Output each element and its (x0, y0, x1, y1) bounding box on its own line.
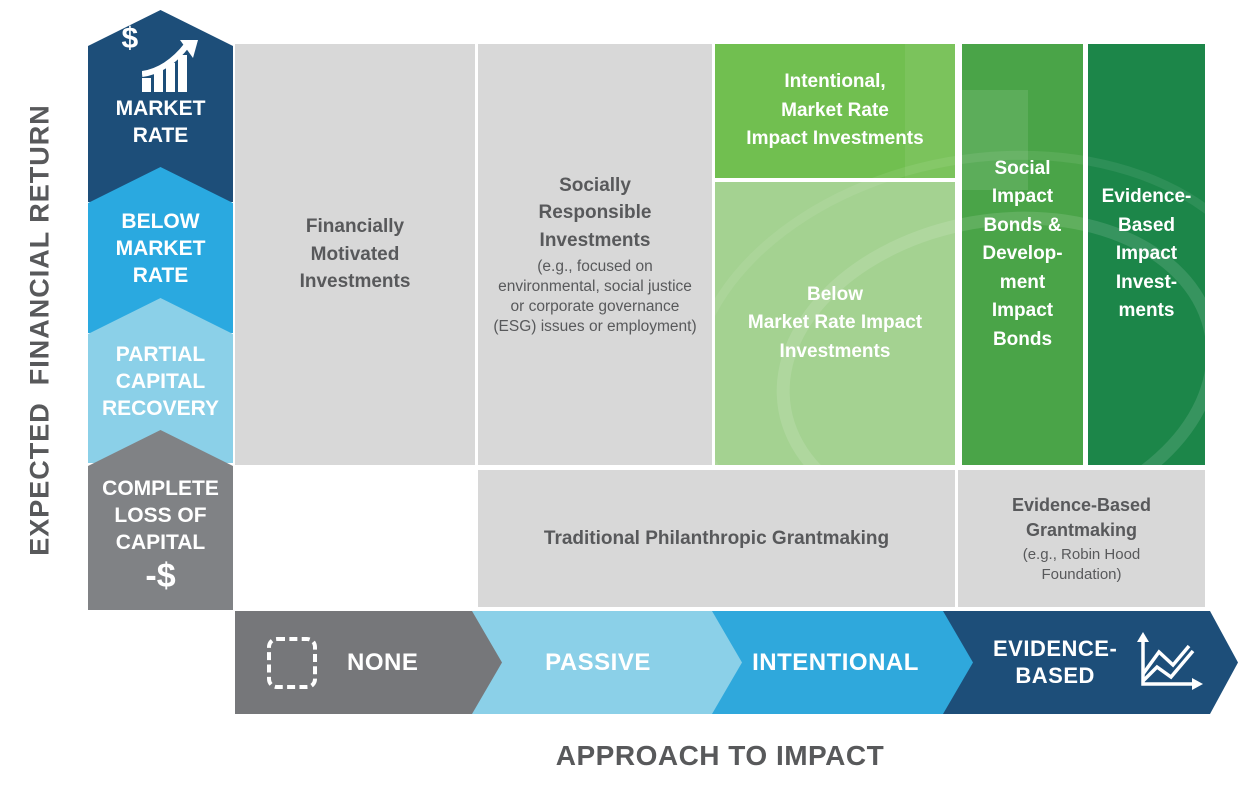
cell-title: Socially Responsible Investments (538, 174, 652, 251)
impact-level-passive: PASSIVE (472, 611, 742, 714)
dollar-growth-icon: $ (120, 22, 202, 92)
cell-socially-responsible-investments: Socially Responsible Investments (e.g., … (478, 44, 712, 465)
cell-social-impact-bonds: Social Impact Bonds & Develop- ment Impa… (962, 44, 1083, 465)
cell-subtitle: (e.g., Robin Hood Foundation) (1022, 546, 1141, 583)
cell-title: Social Impact Bonds & Develop- ment Impa… (982, 157, 1063, 350)
impact-level-label: EVIDENCE- BASED (993, 636, 1118, 688)
cell-evidence-based-grantmaking: Evidence-Based Grantmaking (e.g., Robin … (958, 470, 1205, 607)
dollar-sign: $ (121, 22, 139, 55)
impact-level-label: INTENTIONAL (752, 648, 919, 676)
impact-level-label: PASSIVE (545, 648, 651, 676)
return-level-label: BELOW MARKET RATE (115, 210, 206, 287)
x-axis-title: APPROACH TO IMPACT (555, 740, 885, 771)
impact-level-intentional: INTENTIONAL (712, 611, 973, 714)
cell-evidence-based-impact-investments: Evidence- Based Impact Invest- ments (1088, 44, 1205, 465)
return-level-label: COMPLETE LOSS OF CAPITAL (102, 477, 219, 554)
cell-traditional-philanthropic-grantmaking: Traditional Philanthropic Grantmaking (478, 470, 955, 607)
return-level-label: MARKET RATE (115, 97, 206, 147)
return-level-complete-loss-of-capital: COMPLETE LOSS OF CAPITAL -$ (88, 430, 233, 610)
cell-title: Evidence-Based Grantmaking (1011, 494, 1152, 540)
cell-financially-motivated-investments: Financially Motivated Investments (235, 44, 475, 465)
impact-level-label: NONE (347, 648, 419, 676)
cell-title: Evidence- Based Impact Invest- ments (1101, 186, 1192, 322)
cell-title: Intentional, Market Rate Impact Investme… (746, 71, 924, 150)
y-axis-title: EXPECTED FINANCIAL RETURN (24, 104, 55, 556)
cell-title: Financially Motivated Investments (299, 216, 411, 293)
return-level-label: PARTIAL CAPITAL RECOVERY (101, 343, 220, 420)
cell-title: Below Market Rate Impact Investments (747, 283, 923, 362)
impact-level-none: NONE (235, 611, 502, 714)
impact-level-evidence-based: EVIDENCE- BASED (943, 611, 1238, 714)
cell-intentional-market-rate-impact-investments: Intentional, Market Rate Impact Investme… (715, 44, 955, 178)
cell-subtitle: (e.g., focused on environmental, social … (493, 257, 697, 335)
cell-title: Traditional Philanthropic Grantmaking (543, 527, 890, 549)
negative-dollar-sign: -$ (145, 556, 176, 595)
dashed-box-icon (267, 637, 317, 689)
bar-chart-arrow (141, 40, 198, 92)
cell-below-market-rate-impact-investments: Below Market Rate Impact Investments (715, 182, 955, 465)
line-chart-icon (1133, 632, 1203, 694)
